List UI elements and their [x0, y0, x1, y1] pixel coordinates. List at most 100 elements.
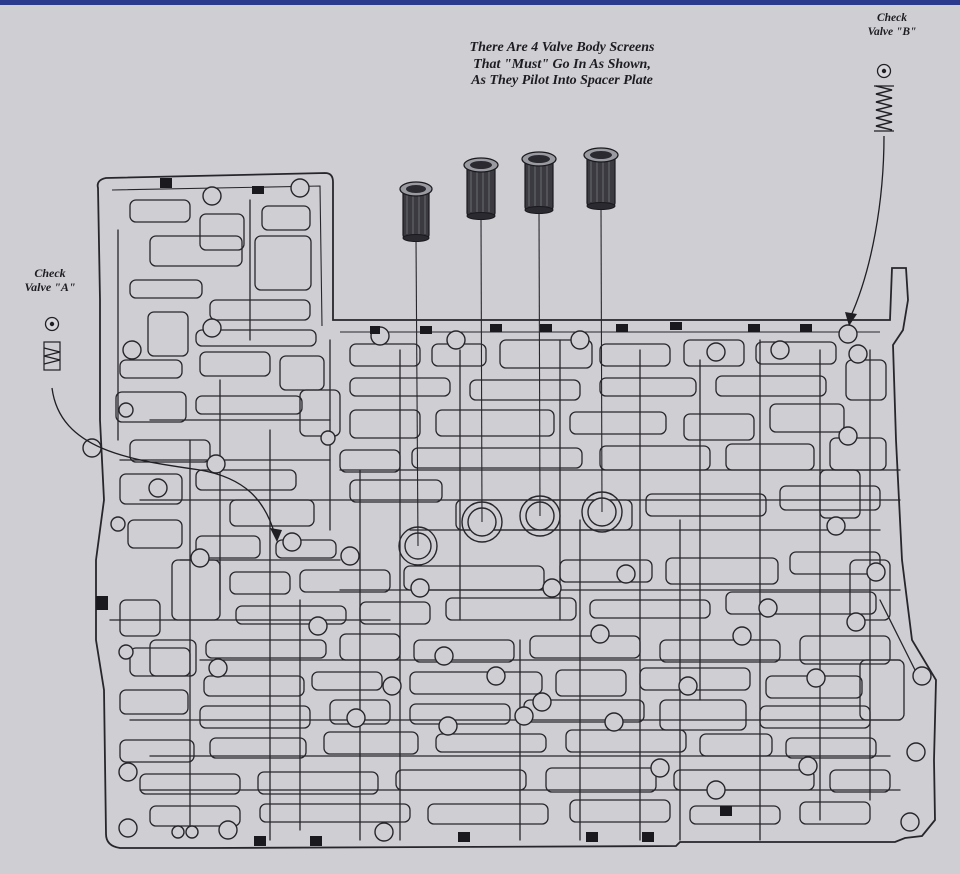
passage-53: [119, 599, 161, 637]
passage-79: [119, 739, 195, 763]
tab-9: [800, 324, 812, 332]
passage-42: [349, 479, 443, 503]
bolt-hole-4: [118, 402, 134, 418]
passage-31: [411, 447, 583, 469]
passage-32: [599, 445, 711, 471]
passage-44: [645, 493, 767, 517]
passage-3: [149, 235, 243, 267]
tab-4: [490, 324, 502, 332]
passage-23: [599, 377, 697, 397]
bolt-hole-36: [906, 742, 926, 762]
bolt-hole-25: [446, 330, 466, 350]
tab-8: [748, 324, 760, 332]
passage-8: [195, 329, 317, 347]
passage-26: [435, 409, 555, 437]
passage-80: [209, 737, 307, 759]
tab-14: [586, 832, 598, 842]
tab-10: [96, 596, 108, 610]
channel-28: [879, 599, 921, 681]
valve-body-screen-icon: [399, 181, 433, 547]
tab-11: [254, 836, 266, 846]
tab-0: [160, 178, 172, 188]
passage-67: [203, 675, 305, 697]
bolt-hole-16: [218, 820, 238, 840]
passage-101: [845, 359, 887, 401]
bolt-hole-46: [542, 578, 562, 598]
passage-52: [789, 551, 881, 575]
tab-16: [720, 806, 732, 816]
bolt-hole-10: [118, 644, 134, 660]
passage-54: [235, 605, 347, 625]
bolt-hole-49: [678, 676, 698, 696]
passage-51: [665, 557, 779, 585]
passage-75: [409, 703, 511, 725]
bolt-hole-31: [838, 426, 858, 446]
passage-97: [799, 801, 871, 825]
bolt-hole-47: [616, 564, 636, 584]
passage-5: [129, 279, 203, 299]
bolt-hole-2: [122, 340, 142, 360]
bolt-hole-44: [438, 716, 458, 736]
passage-61: [339, 633, 401, 661]
passage-2: [261, 205, 311, 231]
passage-35: [129, 439, 211, 463]
passage-50: [559, 559, 653, 583]
bolt-hole-39: [706, 780, 726, 800]
bolt-hole-15: [185, 825, 199, 839]
passage-45: [779, 485, 881, 511]
bolt-hole-35: [912, 666, 932, 686]
passage-36: [119, 473, 183, 505]
spring-icon: [43, 341, 61, 371]
tab-2: [370, 326, 380, 334]
passage-83: [565, 729, 687, 753]
passage-9: [119, 359, 183, 379]
tab-7: [670, 322, 682, 330]
check-valve-a-label: Check Valve "A": [4, 266, 96, 294]
passage-102: [149, 639, 197, 677]
passage-82: [435, 733, 547, 753]
tab-1: [252, 186, 264, 194]
check-ball-icon: [44, 316, 60, 332]
passage-17: [499, 339, 593, 369]
passage-63: [529, 635, 641, 659]
top-band: [0, 0, 960, 5]
passage-100: [819, 469, 861, 519]
passage-66: [119, 689, 189, 715]
passage-20: [755, 341, 837, 365]
bolt-hole-11: [208, 658, 228, 678]
passage-38: [229, 499, 315, 527]
passage-56: [445, 597, 577, 621]
tab-5: [540, 324, 552, 332]
check-valve-a-line-2: Valve "A": [24, 280, 76, 295]
bolt-holes: [82, 178, 932, 842]
passage-47: [229, 571, 291, 595]
bolt-hole-17: [282, 532, 302, 552]
tab-12: [310, 836, 322, 846]
passage-70: [555, 669, 627, 697]
passage-40: [195, 535, 261, 559]
passage-6: [209, 299, 311, 321]
passage-55: [359, 601, 431, 625]
passage-37: [195, 469, 297, 491]
passage-11: [279, 355, 325, 391]
tab-3: [420, 326, 432, 334]
passage-96: [689, 805, 781, 825]
bolt-hole-53: [732, 626, 752, 646]
bolt-hole-12: [118, 762, 138, 782]
passage-59: [129, 647, 191, 677]
passage-84: [699, 733, 773, 757]
bolt-hole-32: [826, 516, 846, 536]
passage-22: [469, 379, 581, 401]
screens-note-line-1: There Are 4 Valve Body Screens: [469, 40, 655, 55]
bolt-hole-26: [570, 330, 590, 350]
passage-28: [683, 413, 755, 441]
passage-34: [829, 437, 887, 471]
valve-body-screen-icon: [583, 147, 619, 513]
tab-15: [642, 832, 654, 842]
bolt-hole-18: [340, 546, 360, 566]
bolt-hole-43: [514, 706, 534, 726]
bolt-hole-23: [320, 430, 336, 446]
bolt-hole-5: [82, 438, 102, 458]
black-tabs: [96, 178, 812, 846]
